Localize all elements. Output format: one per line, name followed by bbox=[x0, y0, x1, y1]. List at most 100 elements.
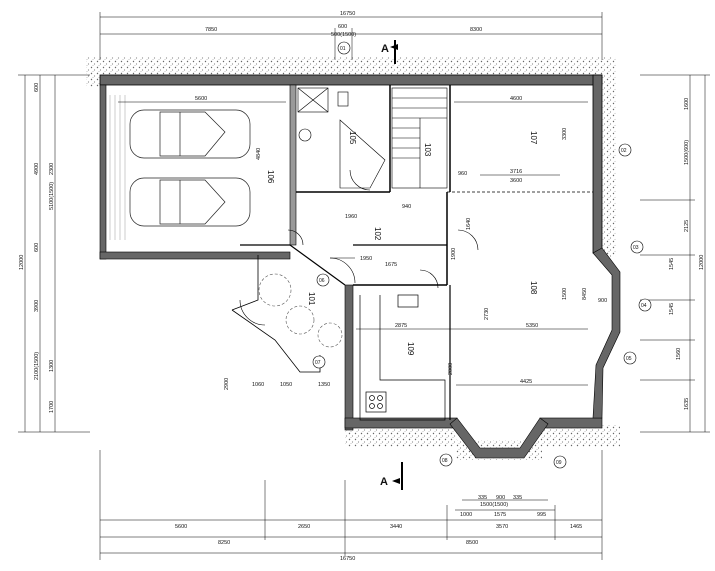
dim-int-6: 2875 bbox=[395, 323, 407, 329]
doors bbox=[239, 169, 479, 326]
car-1 bbox=[129, 109, 251, 159]
dim-int-11: 960 bbox=[458, 171, 467, 177]
dim-left-g: 1700 bbox=[49, 401, 55, 413]
dim-right-g: 1635 bbox=[684, 398, 690, 410]
dim-int-3: 3600 bbox=[510, 178, 522, 184]
dim-int-18: 4840 bbox=[256, 148, 262, 160]
hall-structure bbox=[231, 255, 321, 373]
dim-bottom-5: 1465 bbox=[570, 524, 582, 530]
room-109: 109 bbox=[406, 342, 415, 356]
dim-bottom-s6: 335 bbox=[513, 495, 522, 501]
dim-int-13: 1640 bbox=[466, 218, 472, 230]
dim-int-5: 1675 bbox=[385, 262, 397, 268]
dim-left-c: 2300 bbox=[49, 163, 55, 175]
tag-02: 02 bbox=[621, 148, 627, 154]
dimension-lines bbox=[18, 12, 710, 560]
dim-bottom-s1: 1000 bbox=[460, 512, 472, 518]
dashed-circles bbox=[258, 273, 343, 348]
room-102: 102 bbox=[373, 227, 382, 241]
dim-left-outer: 12000 bbox=[19, 255, 25, 270]
dim-right-d: 1545 bbox=[669, 258, 675, 270]
dim-int-20: 900 bbox=[598, 298, 607, 304]
top-dimension-texts: 16750 7850 600 500(1500) 8300 bbox=[205, 11, 482, 38]
dim-bottom-s2: 1575 bbox=[494, 512, 506, 518]
interior-dimension-texts: 5600 4600 3716 3600 1950 1675 2875 5350 … bbox=[195, 96, 607, 390]
tag-04: 04 bbox=[641, 303, 647, 309]
dim-int-15: 1060 bbox=[252, 382, 264, 388]
room-108: 108 bbox=[529, 281, 538, 295]
tag-06: 06 bbox=[319, 278, 325, 284]
dim-bottom-r2a: 8250 bbox=[218, 540, 230, 546]
section-mark-bottom: A bbox=[380, 462, 403, 490]
dim-right-f: 1560 bbox=[676, 348, 682, 360]
dim-top-total: 16750 bbox=[340, 11, 355, 17]
dim-top-mid2: 500(1500) bbox=[331, 32, 356, 38]
room-107: 107 bbox=[529, 131, 538, 145]
dim-left-i: 5100(1500) bbox=[49, 182, 55, 210]
room-103: 103 bbox=[423, 143, 432, 157]
dim-right-a: 1600 bbox=[684, 98, 690, 110]
dim-bottom-4: 3570 bbox=[496, 524, 508, 530]
room-105: 105 bbox=[348, 131, 357, 145]
dim-int-7: 5350 bbox=[526, 323, 538, 329]
dim-int-14: 1050 bbox=[280, 382, 292, 388]
dim-bottom-s5: 900 bbox=[496, 495, 505, 501]
dim-left-f: 1300 bbox=[49, 360, 55, 372]
dim-top-left: 7850 bbox=[205, 27, 217, 33]
dim-left-e: 3900 bbox=[34, 300, 40, 312]
room-labels: 106 105 103 107 102 101 108 109 bbox=[266, 131, 538, 356]
dim-int-0: 5600 bbox=[195, 96, 207, 102]
dim-bottom-s4: 335 bbox=[478, 495, 487, 501]
tag-05: 05 bbox=[626, 356, 632, 362]
window-tag-labels: 01 02 03 04 05 06 07 08 09 bbox=[315, 46, 647, 466]
dim-int-2: 3716 bbox=[510, 169, 522, 175]
section-label-top: A bbox=[381, 43, 389, 55]
dim-top-mid: 600 bbox=[338, 24, 347, 30]
dim-right-c: 2125 bbox=[684, 220, 690, 232]
car-2 bbox=[129, 177, 251, 227]
dim-bottom-s7: 1500(1500) bbox=[480, 502, 508, 508]
dim-right-b: 1500(600) bbox=[684, 140, 690, 165]
dim-left-h: 2100(1500) bbox=[34, 352, 40, 380]
section-label-bottom: A bbox=[380, 476, 388, 488]
tag-03: 03 bbox=[633, 245, 639, 251]
soil-hatch bbox=[86, 57, 620, 460]
bathroom-fixtures bbox=[297, 87, 386, 189]
dim-int-9: 2900 bbox=[224, 378, 230, 390]
kitchen-counter bbox=[359, 294, 446, 421]
dim-int-17: 2000 bbox=[448, 363, 454, 375]
bottom-dimension-texts: 5600 2650 3440 3570 1465 1000 1575 995 3… bbox=[175, 495, 582, 562]
dim-int-21: 940 bbox=[402, 204, 411, 210]
dim-left-b: 4900 bbox=[34, 163, 40, 175]
room-106: 106 bbox=[266, 170, 275, 184]
dim-bottom-total: 16750 bbox=[340, 556, 355, 562]
dim-int-4: 1950 bbox=[360, 256, 372, 262]
section-mark-top: A bbox=[381, 40, 398, 64]
dim-right-e: 1545 bbox=[669, 303, 675, 315]
tag-07: 07 bbox=[315, 360, 321, 366]
tag-09: 09 bbox=[556, 460, 562, 466]
dim-right-outer: 12000 bbox=[699, 255, 705, 270]
garage-hatch bbox=[109, 95, 126, 240]
dim-int-19: 1500 bbox=[562, 288, 568, 300]
right-dimension-texts: 12000 1600 1500(600) 2125 1545 1545 1560… bbox=[669, 98, 705, 410]
dim-int-23: 2730 bbox=[484, 308, 490, 320]
dim-left-a: 600 bbox=[34, 83, 40, 92]
dim-bottom-2: 2650 bbox=[298, 524, 310, 530]
dim-bottom-r2b: 8500 bbox=[466, 540, 478, 546]
dim-int-24: 8450 bbox=[582, 288, 588, 300]
dim-int-12: 1900 bbox=[451, 248, 457, 260]
window-tags bbox=[312, 41, 652, 469]
dim-bottom-1: 5600 bbox=[175, 524, 187, 530]
dim-int-8: 4425 bbox=[520, 379, 532, 385]
tag-01: 01 bbox=[340, 46, 346, 52]
dim-top-right: 8300 bbox=[470, 27, 482, 33]
dim-int-1: 4600 bbox=[510, 96, 522, 102]
dim-int-10: 3300 bbox=[562, 128, 568, 140]
dim-left-d: 600 bbox=[34, 243, 40, 252]
dim-bottom-s3: 995 bbox=[537, 512, 546, 518]
tag-08: 08 bbox=[442, 458, 448, 464]
left-dimension-texts: 12000 600 4900 2300 600 3900 1300 1700 2… bbox=[19, 83, 55, 413]
dim-int-16: 1350 bbox=[318, 382, 330, 388]
